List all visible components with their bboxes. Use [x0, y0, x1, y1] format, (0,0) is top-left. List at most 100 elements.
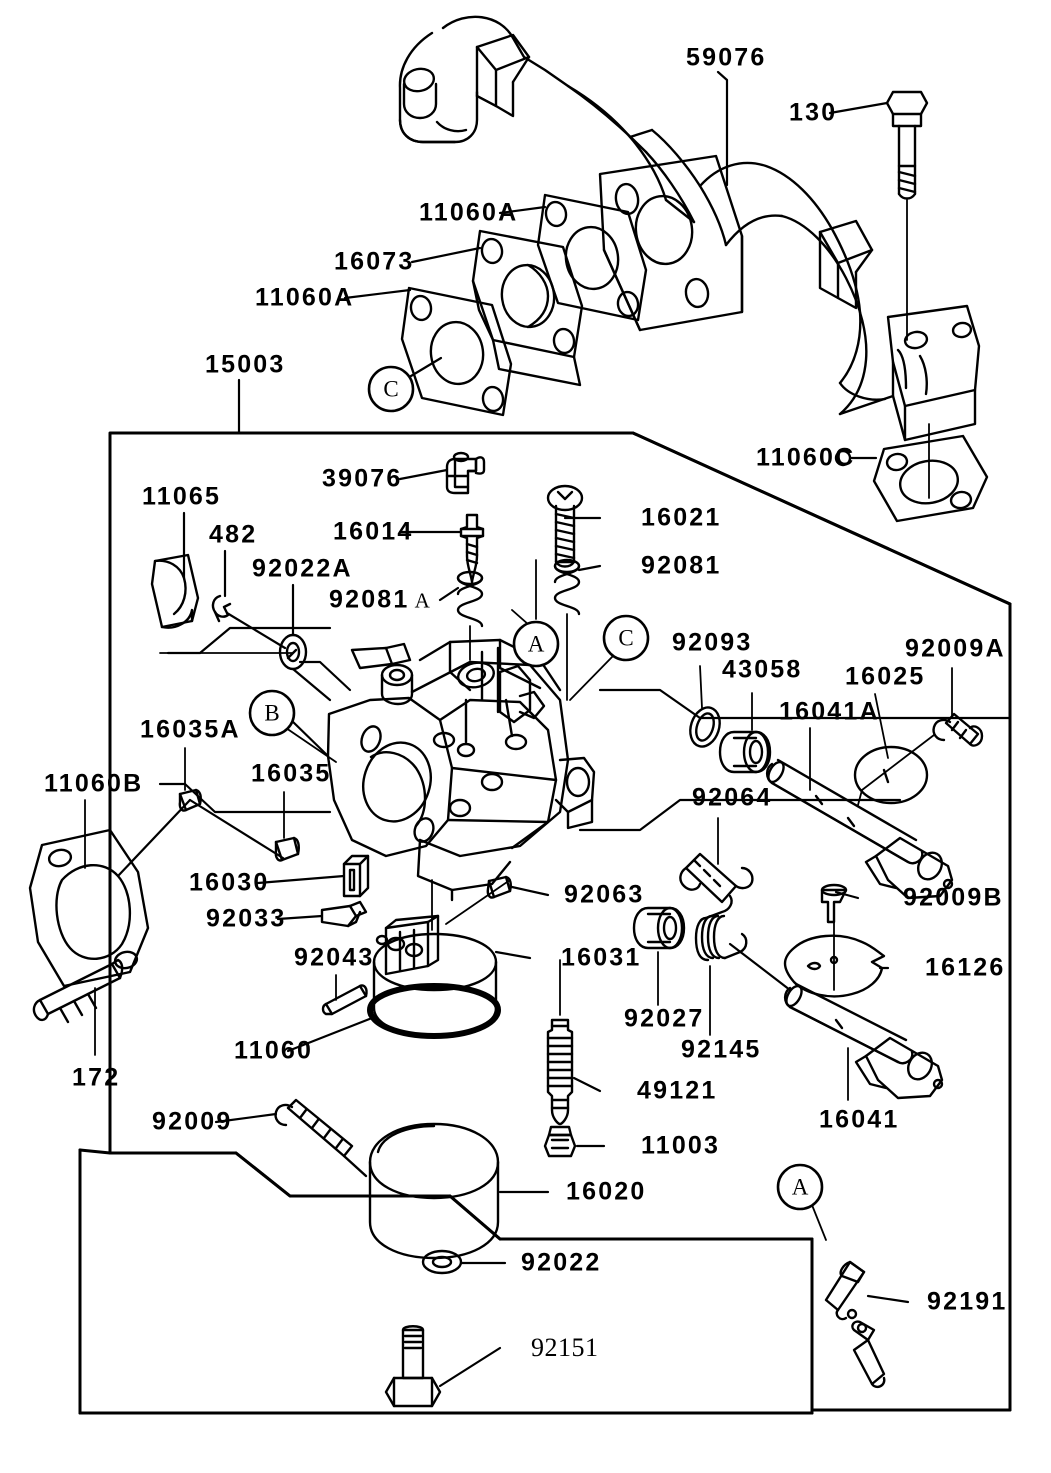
part-label-59076: 59076	[686, 43, 767, 72]
screw-92009	[274, 1098, 368, 1178]
part-label-92027: 92027	[624, 1004, 705, 1033]
part-number-text: 16031	[561, 943, 642, 972]
part-number-text: 92043	[294, 943, 375, 972]
part-label-482: 482	[209, 522, 257, 548]
part-number-text: 11060	[234, 1036, 314, 1065]
leader-11060	[286, 1016, 374, 1053]
leader-16035A-link	[188, 798, 285, 860]
spring-92081A	[456, 570, 484, 628]
part-label-16030: 16030	[189, 870, 270, 896]
leader-49121	[572, 1076, 602, 1093]
part-label-11003: 11003	[641, 1131, 721, 1160]
cap-11065	[150, 553, 200, 629]
bowl-16020	[368, 1122, 500, 1260]
plug-16035	[274, 836, 300, 862]
part-label-92191: 92191	[927, 1287, 1008, 1316]
part-number-text: 16035	[251, 759, 332, 788]
callout-bubble-c-2: C	[618, 625, 634, 651]
part-number-text: 92027	[624, 1004, 705, 1033]
fitting-39076	[445, 451, 486, 495]
stud-172	[32, 958, 124, 1024]
part-label-11060: 11060	[234, 1036, 314, 1065]
callout-bubble-a-1: A	[527, 631, 545, 657]
callout-circles	[248, 365, 824, 1211]
jet-49121	[546, 1018, 574, 1126]
part-number-text: 16025	[845, 662, 926, 691]
part-label-16073: 16073	[334, 249, 415, 275]
part-label-92009B: 92009B	[903, 883, 1004, 912]
part-number-text: 92191	[927, 1287, 1008, 1316]
screw-92009B	[820, 883, 848, 924]
shaft-16041	[783, 982, 944, 1100]
part-label-16126: 16126	[925, 953, 1006, 982]
part-number-text: 92022	[521, 1248, 602, 1277]
leader-C-gasket	[404, 356, 443, 381]
part-number-text: 49121	[637, 1076, 718, 1105]
link-482	[225, 611, 287, 650]
part-label-16031: 16031	[561, 943, 642, 972]
manifold-59076	[398, 15, 981, 442]
clip-482	[211, 594, 232, 623]
part-number-text: 92009	[152, 1107, 233, 1136]
part-label-92081A: 92081 A	[329, 587, 431, 613]
part-number-text: 43058	[722, 655, 803, 684]
leader-B	[287, 716, 330, 758]
part-label-92009A: 92009A	[905, 636, 1006, 662]
part-number-text: 16020	[566, 1177, 647, 1206]
part-number-text: 92033	[206, 904, 287, 933]
assembly-frame	[78, 431, 1012, 1415]
leader-callout-C	[569, 655, 614, 701]
part-label-43058: 43058	[722, 655, 803, 684]
plate-16025	[853, 745, 929, 805]
screw-92064	[679, 852, 754, 904]
bolt-130	[885, 90, 929, 200]
leader-39076	[398, 468, 449, 481]
part-number-text: 92151	[531, 1333, 599, 1362]
part-number-text: 16021	[641, 503, 722, 532]
spacer-16073	[471, 229, 584, 387]
leader-92081	[577, 564, 602, 572]
gasket-11060A-upper	[536, 193, 648, 322]
part-number-text: 11003	[641, 1131, 721, 1160]
part-number-suffix: A	[409, 588, 431, 613]
shaft-16041A	[765, 758, 954, 900]
part-label-16035: 16035	[251, 759, 332, 788]
leader-16031	[494, 950, 532, 960]
part-label-16035A: 16035A	[140, 715, 241, 744]
part-number-text: 16041A	[779, 697, 880, 726]
part-label-11060C: 11060C	[756, 445, 855, 471]
part-number-text: 92064	[692, 783, 773, 812]
leader-11060A-2	[343, 288, 412, 300]
part-number-text: 11060A	[419, 198, 519, 227]
part-label-16020: 16020	[566, 1177, 647, 1206]
part-label-16021: 16021	[641, 503, 722, 532]
washer-92022	[421, 1249, 463, 1275]
plug-11003	[543, 1125, 577, 1158]
part-label-11060B: 11060B	[44, 771, 143, 797]
gasket-11060A-lower	[400, 286, 513, 417]
bolt-92151	[384, 1325, 442, 1408]
part-number-text: 130	[789, 98, 838, 127]
seal-43058	[718, 730, 772, 774]
float-16031	[367, 914, 501, 1039]
part-label-92033: 92033	[206, 904, 287, 933]
part-number-text: 16126	[925, 953, 1006, 982]
screw-16021	[546, 484, 584, 568]
leader-16073	[410, 246, 482, 264]
plate-16126	[783, 934, 886, 998]
part-number-text: 92009B	[903, 883, 1004, 912]
part-number-text: 16014	[333, 517, 414, 546]
part-number-text: 16035A	[140, 715, 241, 744]
pin-92043	[321, 984, 368, 1016]
part-label-172: 172	[72, 1065, 120, 1091]
leader-92081A	[438, 586, 460, 602]
part-label-130: 130	[789, 98, 838, 127]
part-number-text: 92022A	[252, 554, 353, 583]
part-number-text: 59076	[686, 43, 767, 72]
gasket-11060B	[28, 828, 150, 988]
part-label-92093: 92093	[672, 630, 753, 656]
part-number-text: 92081	[641, 551, 722, 580]
spring-92081	[553, 558, 581, 616]
callout-bubble-b-3: B	[264, 700, 280, 726]
